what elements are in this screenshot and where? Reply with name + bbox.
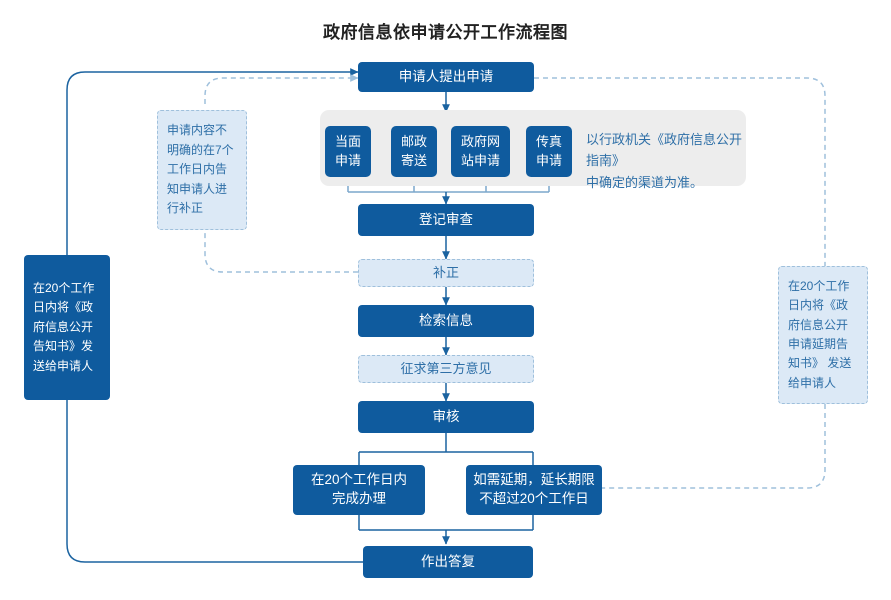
note-extension-notice-20-days[interactable]: 在20个工作日内将《政府信息公开申请延期告知书》 发送给申请人 <box>778 266 868 404</box>
node-third-party-opinion[interactable]: 征求第三方意见 <box>358 355 534 383</box>
node-start[interactable]: 申请人提出申请 <box>358 62 534 92</box>
channel-box-fax[interactable]: 传真 申请 <box>526 126 572 177</box>
node-retrieve-information[interactable]: 检索信息 <box>358 305 534 337</box>
note-unclear-application-correction[interactable]: 申请内容不明确的在7个工作日内告知申请人进行补正 <box>157 110 247 230</box>
node-issue-reply[interactable]: 作出答复 <box>363 546 533 578</box>
page-title: 政府信息依申请公开工作流程图 <box>323 23 568 42</box>
channel-note: 以行政机关《政府信息公开指南》 中确定的渠道为准。 <box>586 132 743 190</box>
node-supplement-correction[interactable]: 补正 <box>358 259 534 287</box>
channel-box-postal-mail[interactable]: 邮政 寄送 <box>391 126 437 177</box>
node-registration-review[interactable]: 登记审查 <box>358 204 534 236</box>
channel-box-in-person[interactable]: 当面 申请 <box>325 126 371 177</box>
node-complete-within-20-days[interactable]: 在20个工作日内 完成办理 <box>293 465 425 515</box>
node-extension-20-days[interactable]: 如需延期，延长期限 不超过20个工作日 <box>466 465 602 515</box>
note-disclosure-notice-20-days[interactable]: 在20个工作日内将《政府信息公开告知书》发送给申请人 <box>24 255 110 400</box>
node-audit[interactable]: 审核 <box>358 401 534 433</box>
channel-box-government-website[interactable]: 政府网 站申请 <box>451 126 510 177</box>
